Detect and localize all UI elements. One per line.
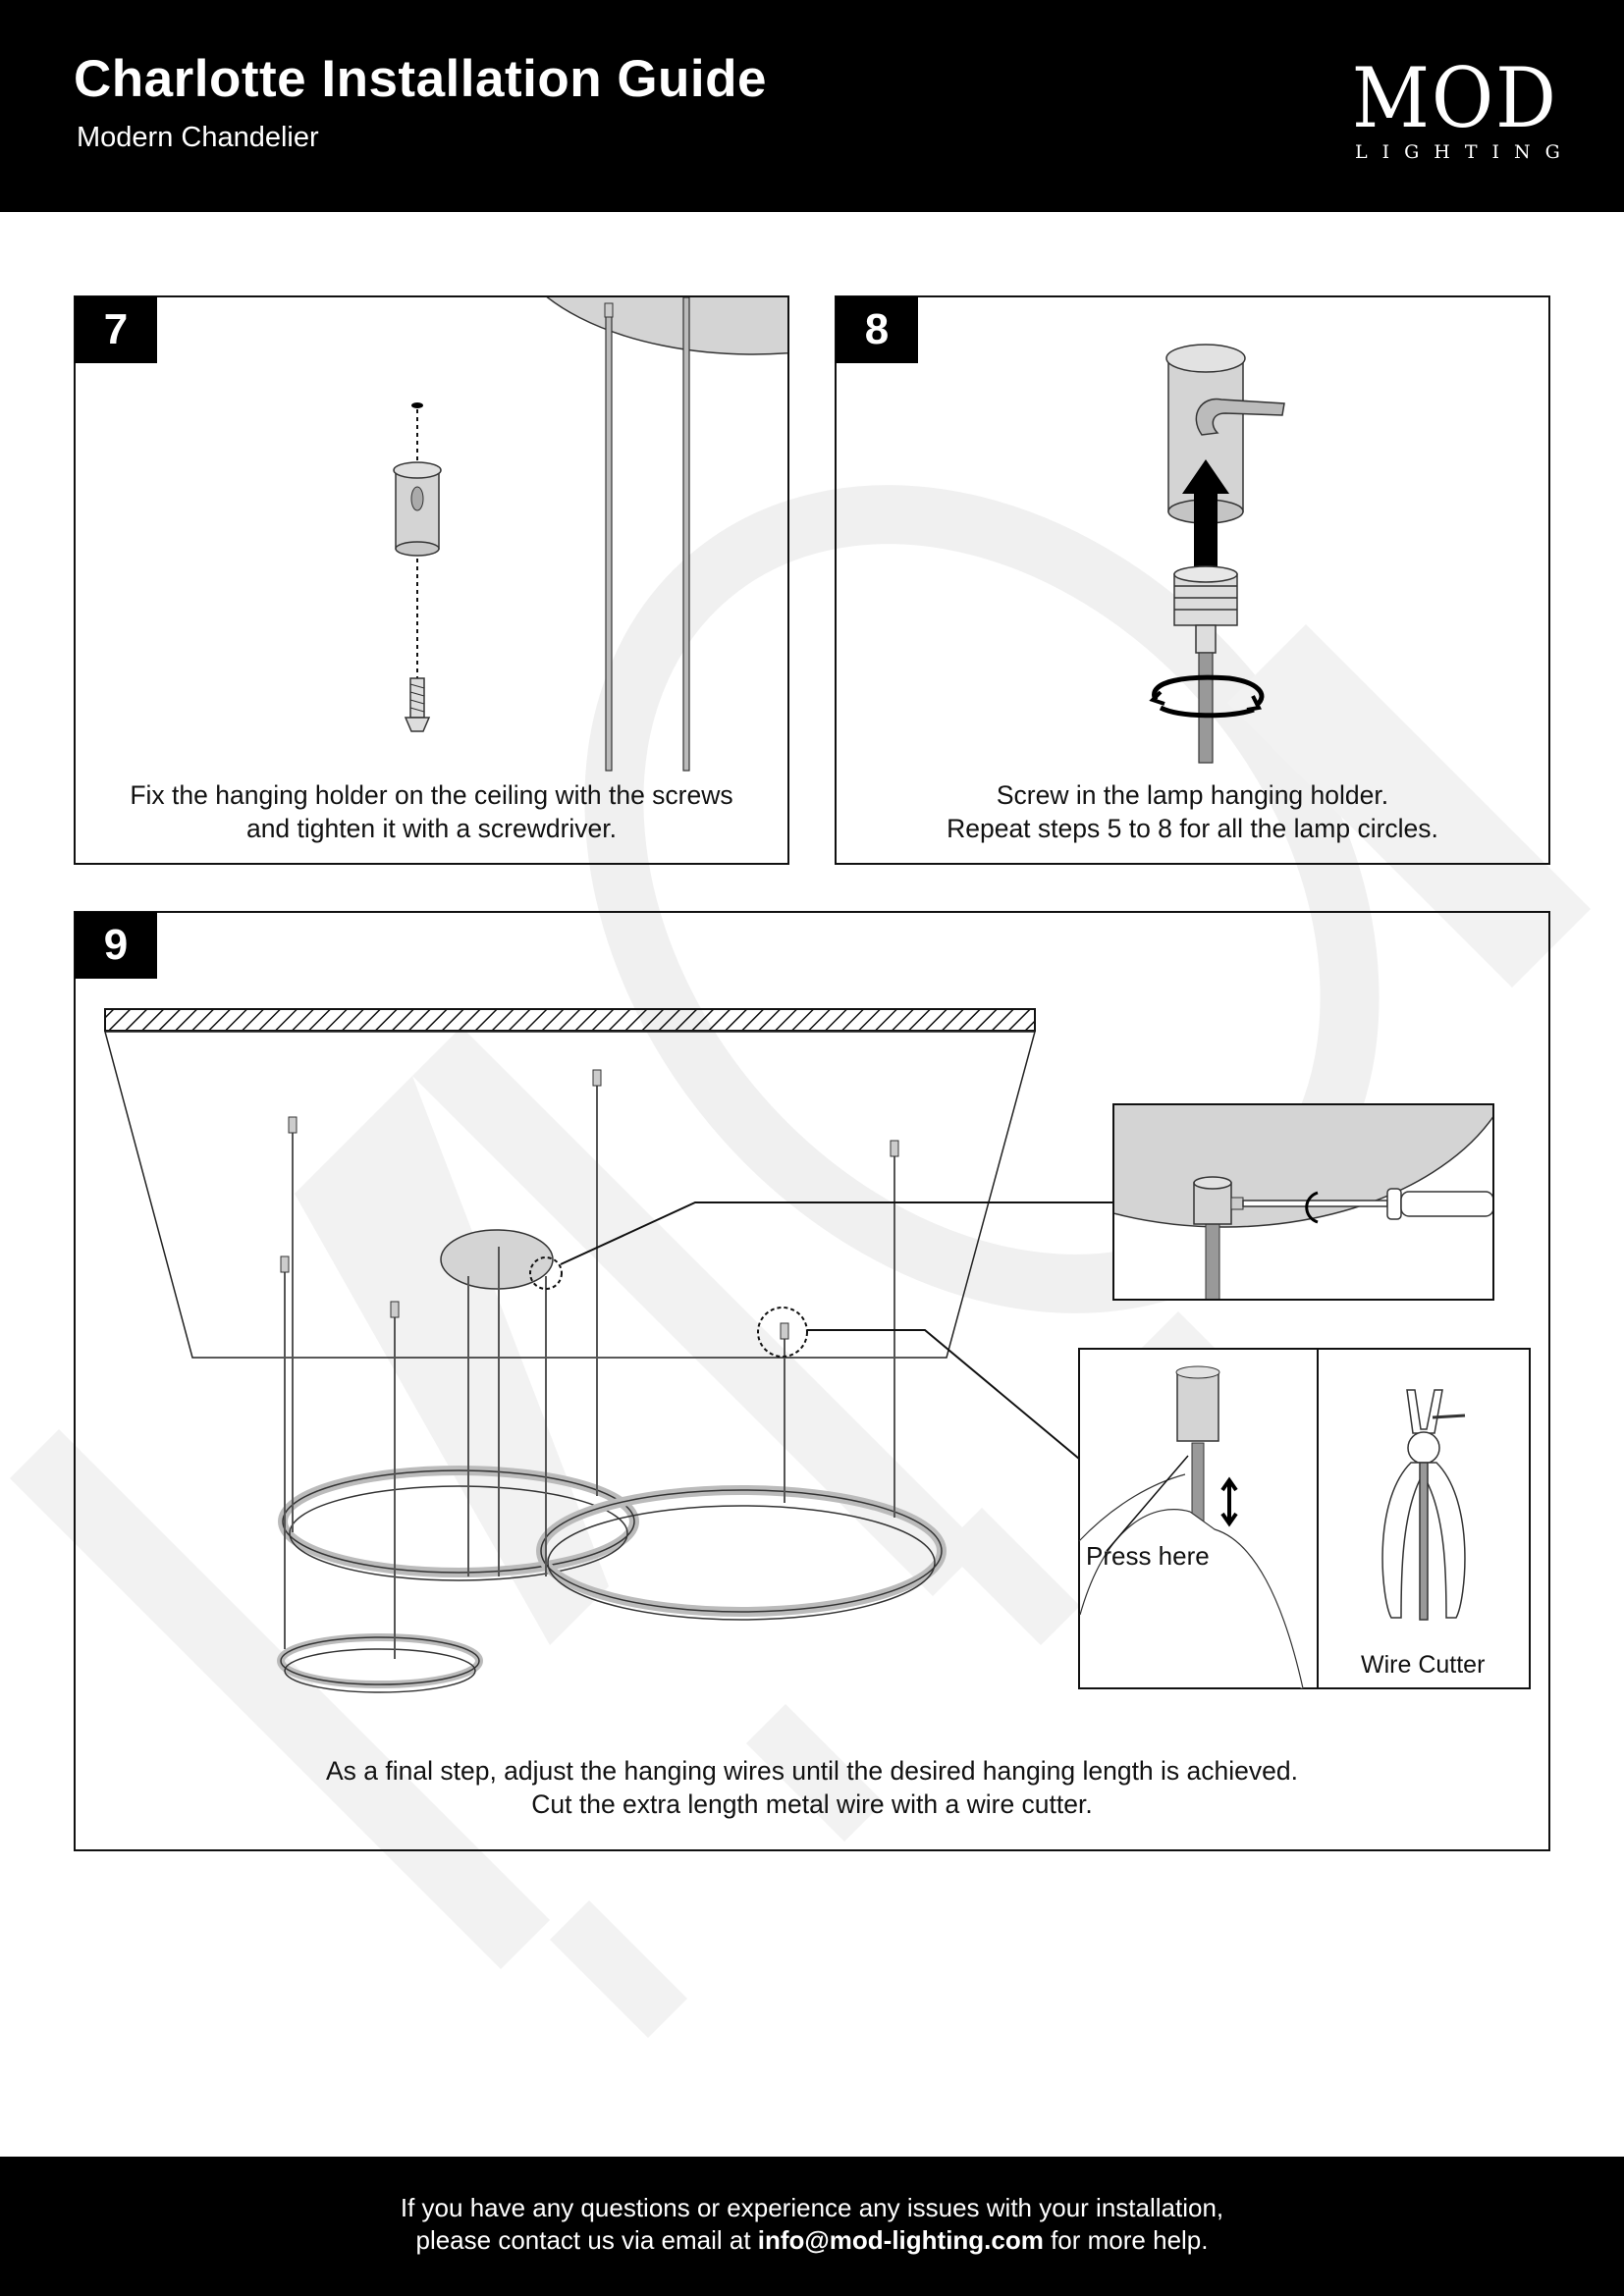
up-down-arrow-icon [1220,1476,1238,1527]
press-here-label: Press here [1086,1541,1210,1571]
footer-text: please contact us via email at [415,2225,758,2255]
leader-line [807,1329,1080,1460]
canopy [440,1229,554,1290]
header: Charlotte Installation Guide Modern Chan… [0,0,1624,212]
threaded-connector [1173,565,1238,764]
step-number: 8 [836,296,918,363]
footer-text: for more help. [1043,2225,1209,2255]
chandelier-rings [277,1466,947,1693]
caption-line: Fix the hanging holder on the ceiling wi… [130,780,733,810]
wire-cutter-icon [1381,1389,1466,1621]
hand-holder-illustration [1078,1365,1304,1689]
support-email-link[interactable]: info@mod-lighting.com [757,2225,1044,2255]
detail-marker [529,1256,563,1290]
hanging-wire [604,297,690,772]
logo-main-text: MOD [1351,50,1558,146]
footer: If you have any questions or experience … [0,2157,1624,2296]
step-number: 9 [75,912,157,979]
hanging-holder-icon [1165,344,1285,524]
caption-line: Repeat steps 5 to 8 for all the lamp cir… [947,814,1438,843]
hanging-holder-icon [393,461,442,557]
brand-logo: MOD LIGHTING [1343,57,1561,163]
inset-adjust-detail [1078,1348,1531,1689]
caption-line: As a final step, adjust the hanging wire… [326,1756,1298,1786]
ceiling-hatch [104,1008,1036,1032]
step-9-caption: As a final step, adjust the hanging wire… [76,1754,1548,1821]
rotate-icon [1149,674,1265,719]
step-7-caption: Fix the hanging holder on the ceiling wi… [76,778,787,845]
caption-line: and tighten it with a screwdriver. [245,814,618,843]
step-7-panel: 7 Fix the hanging holder on the ceiling … [74,295,789,865]
ceiling-plane [104,1031,1036,1359]
caption-line: Screw in the lamp hanging holder. [996,780,1389,810]
caption-line: Cut the extra length metal wire with a w… [531,1789,1093,1819]
step-number: 7 [75,296,157,363]
step-9-panel: 9 Press here Wire Cutter As a final step… [74,911,1550,1851]
page-subtitle: Modern Chandelier [77,122,319,153]
leader-line [560,1201,1113,1265]
page-title: Charlotte Installation Guide [74,50,768,108]
logo-sub-text: LIGHTING [1355,141,1575,163]
step-7-illustration [393,297,787,772]
ceiling-canopy [546,297,787,355]
wire-holders [280,1069,899,1340]
step-8-illustration [1149,344,1285,764]
hanging-wires [284,1074,895,1659]
inset-screwdriver-detail [1112,1103,1494,1301]
screw-icon [404,677,431,732]
footer-line-1: If you have any questions or experience … [400,2193,1224,2222]
step-8-caption: Screw in the lamp hanging holder. Repeat… [837,778,1548,845]
drill-hole [411,402,423,408]
step-8-panel: 8 Screw in the lamp hanging holder. Repe… [835,295,1550,865]
footer-line-2: please contact us via email at info@mod-… [0,2224,1624,2257]
rotate-icon [1305,1191,1319,1224]
detail-marker [757,1307,808,1358]
screwdriver-icon [1242,1200,1388,1207]
up-arrow-icon [1182,459,1229,570]
step-9-illustration [104,1008,1531,1693]
wire-cutter-label: Wire Cutter [1361,1651,1486,1679]
